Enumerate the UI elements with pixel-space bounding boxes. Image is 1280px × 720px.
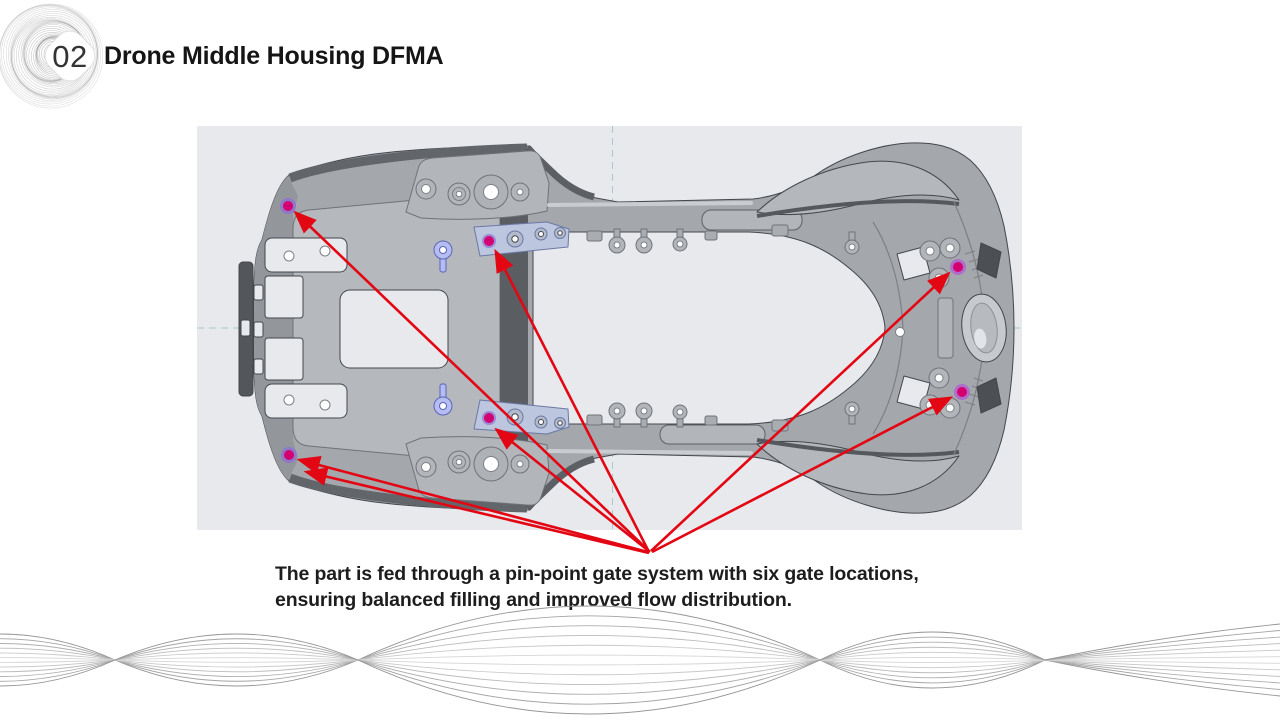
housing-body (238, 142, 1015, 514)
motor-plate-top (405, 150, 550, 220)
footer-wave-decoration (0, 605, 1280, 715)
caption-line-2: ensuring balanced filling and improved f… (275, 589, 792, 611)
slide-number-squircle (44, 30, 96, 82)
figure-caption: The part is fed through a pin-point gate… (275, 561, 919, 613)
slide-title: Drone Middle Housing DFMA (104, 42, 444, 70)
cad-figure-panel (197, 126, 1022, 530)
slide-number: 02 (52, 39, 88, 74)
header-guilloche-ornament (0, 3, 104, 109)
caption-line-1: The part is fed through a pin-point gate… (275, 563, 919, 585)
motor-plate-bottom (405, 436, 550, 506)
rear-oval-detail (961, 293, 1007, 363)
cad-housing-drawing (197, 126, 1022, 530)
